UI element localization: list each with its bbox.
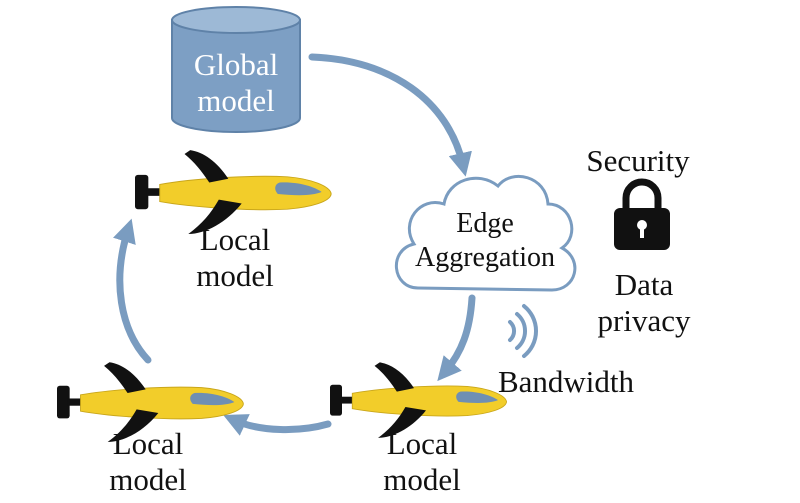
drone-bottom-left-label-line1: Local: [113, 426, 184, 461]
security-label: Security: [586, 143, 690, 178]
global-model-label-line1: Global: [194, 47, 278, 82]
drone-bottom-right-label-line2: model: [383, 462, 461, 497]
drone-bottom-right: Local model: [329, 361, 508, 497]
arrow-drone-right-to-drone-left: [223, 414, 332, 436]
data-privacy-label-line2: privacy: [598, 303, 691, 338]
drone-top: Local model: [134, 149, 332, 293]
drone-top-label-line2: model: [196, 258, 274, 293]
arrow-edge-to-drone-right: [437, 294, 476, 382]
padlock-icon: [614, 178, 670, 250]
edge-aggregation-label-line1: Edge: [456, 208, 514, 239]
edge-aggregation-cloud-icon: Edge Aggregation: [395, 174, 577, 292]
data-privacy-label-line1: Data: [615, 267, 674, 302]
arrow-drone-left-to-drone-top: [113, 218, 152, 364]
drone-bottom-left-label-line2: model: [109, 462, 187, 497]
bandwidth-label: Bandwidth: [498, 364, 635, 399]
edge-aggregation-label-line2: Aggregation: [415, 242, 555, 273]
arrow-global-to-edge: [308, 53, 472, 177]
global-model-label-line2: model: [197, 83, 275, 118]
drone-top-label-line1: Local: [200, 222, 271, 257]
drone-bottom-right-label-line1: Local: [387, 426, 458, 461]
global-model-database-icon: Global model: [171, 6, 301, 133]
wireless-signal-icon: [508, 304, 538, 358]
drone-bottom-left: Local model: [56, 361, 244, 497]
